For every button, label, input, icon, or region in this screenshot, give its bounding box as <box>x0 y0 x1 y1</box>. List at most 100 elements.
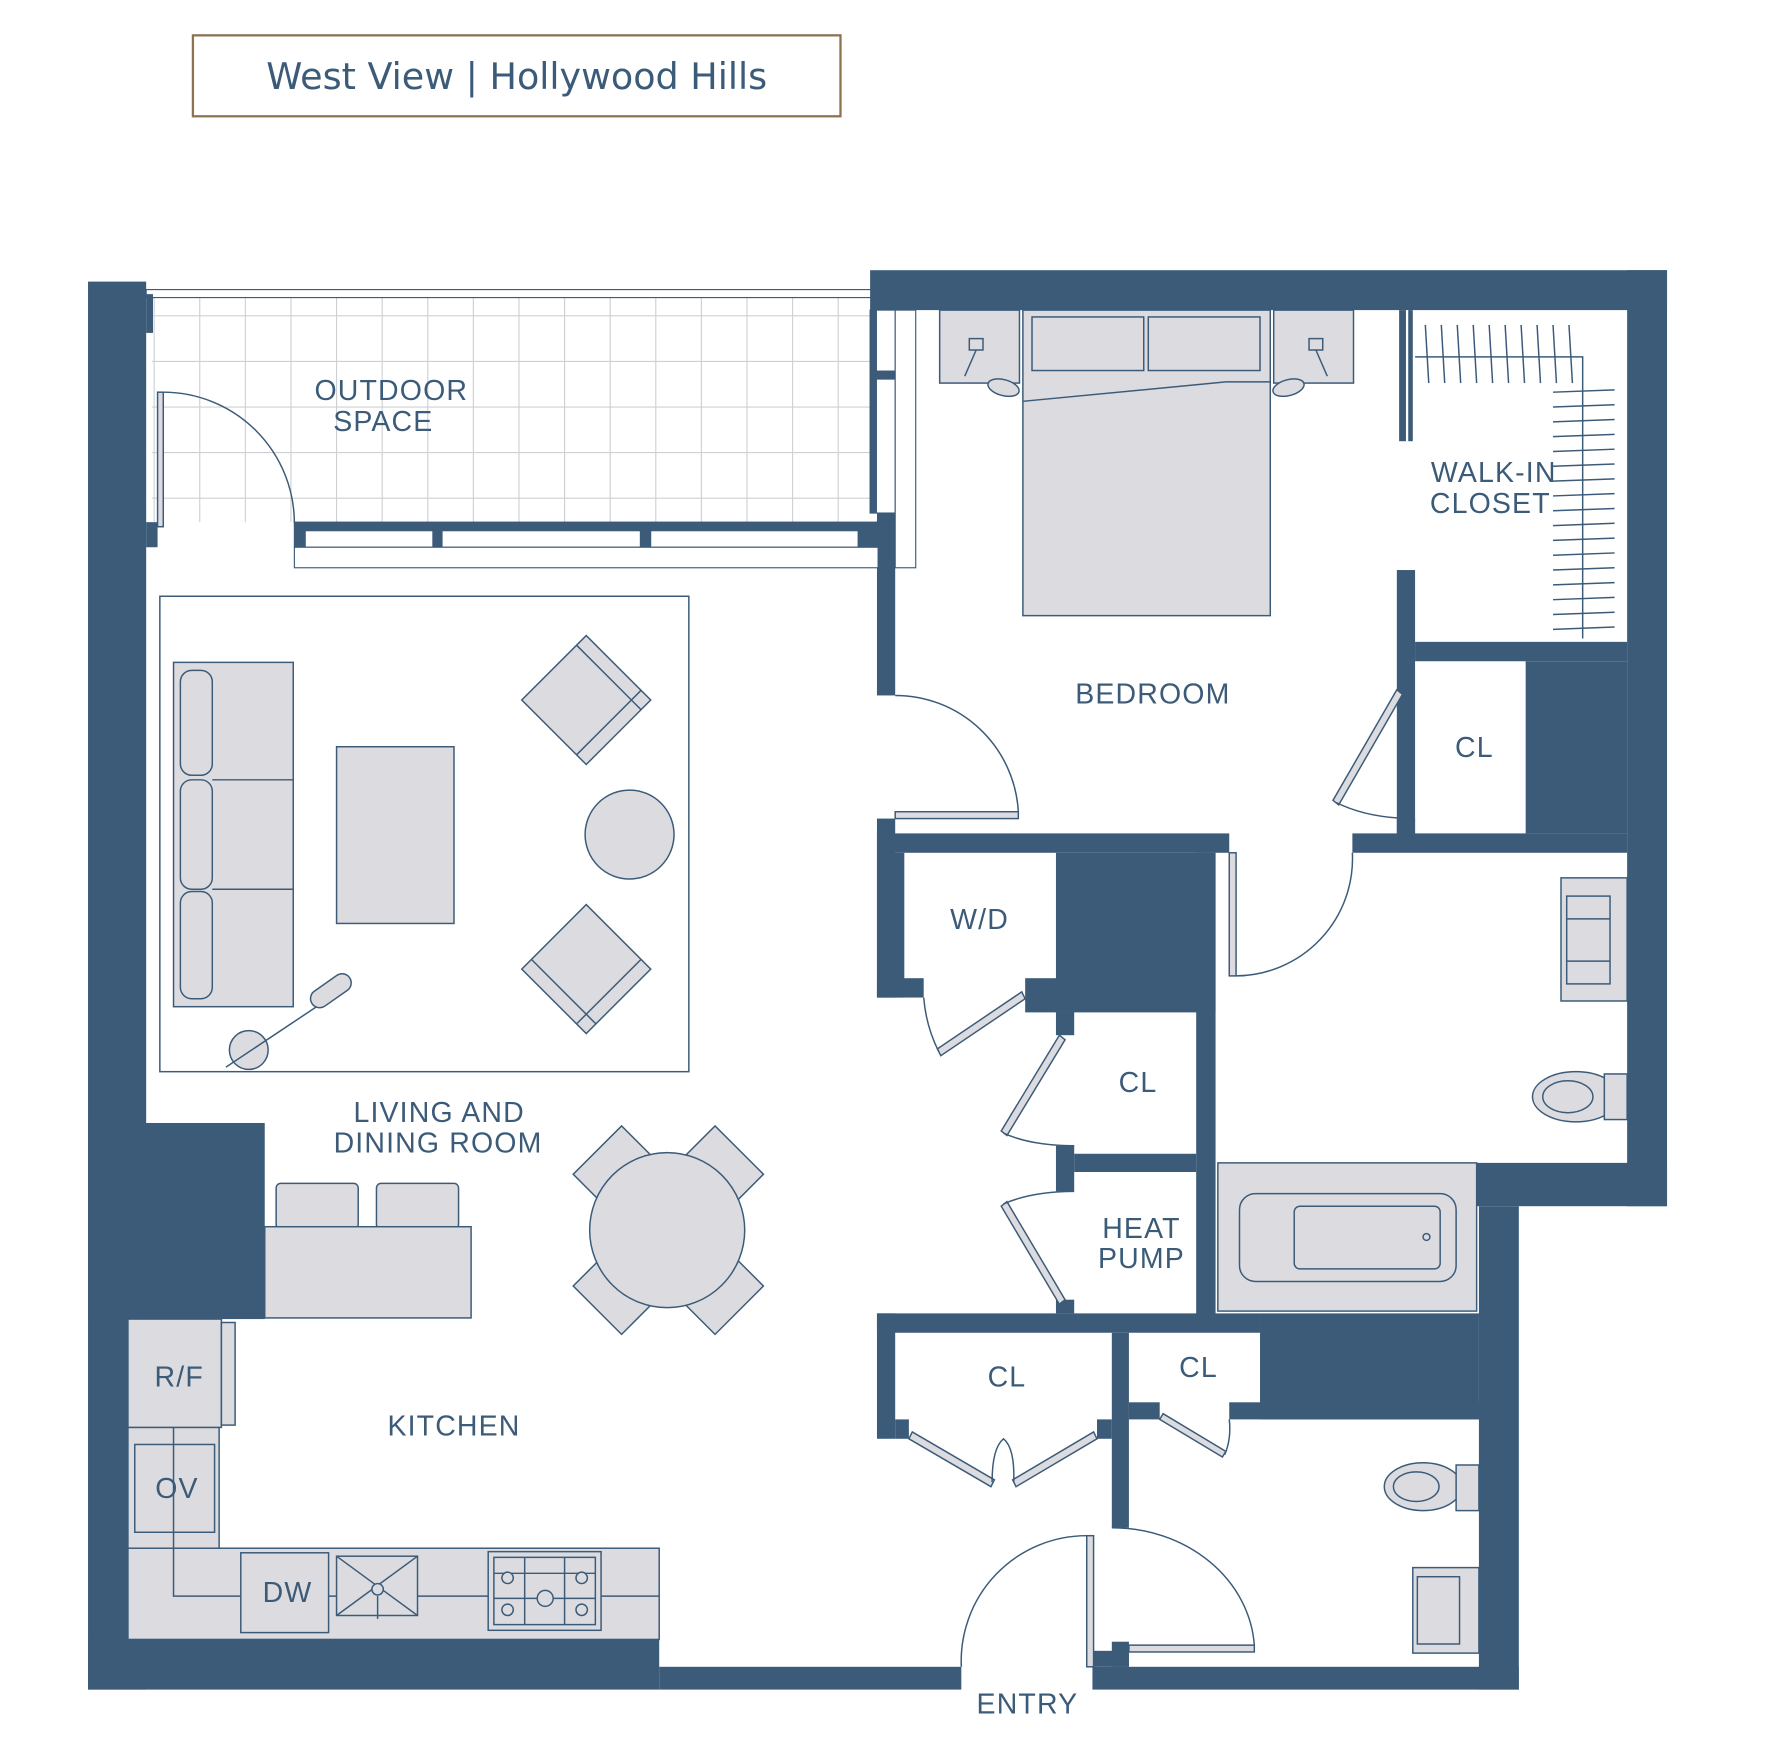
wall-segment <box>1415 641 1628 662</box>
wall-segment <box>1352 833 1628 853</box>
label-hall-closet: CL <box>1119 1067 1158 1099</box>
label-living: LIVING AND <box>353 1097 524 1129</box>
kitchen-island <box>263 1225 472 1319</box>
bathroom-fixtures <box>1217 877 1628 1654</box>
hanger <box>1552 418 1615 423</box>
hanger <box>1552 433 1615 438</box>
label-outdoor-2: SPACE <box>333 406 433 438</box>
stool <box>275 1182 359 1230</box>
armchair <box>520 634 652 766</box>
label-walkin: WALK-IN <box>1431 457 1557 489</box>
refrigerator <box>127 1318 223 1429</box>
toilet <box>1383 1461 1463 1512</box>
wall-segment <box>1055 852 1216 1013</box>
label-bedroom-closet: CL <box>1455 732 1494 764</box>
wall-segment <box>1399 310 1406 442</box>
railing-piece <box>870 310 877 514</box>
label-bedroom: BEDROOM <box>1075 678 1230 710</box>
wall-segment <box>1025 978 1075 1013</box>
outdoor-railing-bottom <box>293 309 917 569</box>
wall-segment <box>1478 1206 1519 1690</box>
label-living-2: DINING ROOM <box>334 1128 543 1160</box>
railing-piece <box>294 522 879 532</box>
hanger <box>1552 403 1615 408</box>
outdoor-tiles <box>151 297 871 523</box>
hanger <box>1552 552 1615 556</box>
wall-segment <box>1476 1162 1668 1207</box>
label-walkin-2: CLOSET <box>1430 488 1551 520</box>
wall-segment <box>146 294 154 333</box>
label-kitchen: KITCHEN <box>387 1410 520 1442</box>
wall-segment <box>88 1639 660 1690</box>
wall-segment <box>1396 570 1416 835</box>
railing-piece <box>857 522 879 548</box>
hanger <box>1552 537 1615 542</box>
wall-segment <box>146 522 158 548</box>
wall-segment <box>876 1313 1261 1333</box>
doors <box>156 391 1416 1668</box>
hanger <box>1552 448 1615 453</box>
railing-piece <box>293 546 879 569</box>
railing-piece <box>432 522 443 548</box>
label-fridge: R/F <box>155 1361 204 1393</box>
wall-segment <box>895 1419 909 1439</box>
outdoor-railing <box>145 289 872 299</box>
hanger <box>1424 324 1430 384</box>
label-entry-closet-1: CL <box>988 1361 1027 1393</box>
label-entry-closet-2: CL <box>1179 1352 1218 1384</box>
wall-segment <box>1055 1012 1075 1036</box>
closet-rod <box>1415 356 1584 639</box>
room-labels: OUTDOOR SPACE BEDROOM WALK-IN CLOSET CL … <box>155 375 1557 1721</box>
hanger <box>1488 324 1494 384</box>
hanger <box>1536 324 1542 384</box>
wall-segment <box>876 833 1230 853</box>
hanger <box>1552 611 1615 616</box>
label-washer-dryer: W/D <box>950 904 1009 936</box>
railing-piece <box>870 370 896 380</box>
walls <box>88 270 1668 1690</box>
armchair <box>520 903 652 1035</box>
label-outdoor: OUTDOOR <box>314 375 468 407</box>
wall-segment <box>870 270 1668 311</box>
dishwasher <box>240 1552 330 1634</box>
hanger <box>1568 324 1574 384</box>
living-furniture <box>159 595 765 1336</box>
dining-set <box>572 1124 765 1336</box>
wall-segment <box>88 1122 265 1320</box>
dining-table <box>588 1151 746 1309</box>
wall-segment <box>1260 1313 1479 1420</box>
wall-segment <box>1055 1145 1075 1192</box>
wall-segment <box>1111 1332 1129 1528</box>
wall-segment <box>1196 852 1216 1332</box>
wall-segment <box>876 852 905 998</box>
railing-piece <box>639 522 652 548</box>
wall-segment <box>1229 1402 1479 1420</box>
wall-segment <box>1092 1666 1519 1690</box>
vanity <box>1412 1566 1480 1654</box>
hanger <box>1456 324 1462 384</box>
hanger <box>1552 522 1615 527</box>
sofa <box>172 661 294 1008</box>
wall-segment <box>876 978 924 998</box>
hanger <box>1552 463 1615 468</box>
railing-piece <box>894 309 917 569</box>
wall-segment <box>876 513 896 696</box>
plan-title: West View | Hollywood Hills <box>266 55 767 99</box>
hanger <box>1520 324 1526 384</box>
cooktop <box>487 1550 602 1632</box>
hanger <box>1552 507 1615 512</box>
label-entry: ENTRY <box>977 1689 1079 1721</box>
hanger <box>1552 596 1615 601</box>
hanger <box>1552 626 1615 631</box>
hanger <box>1472 324 1478 384</box>
bathtub <box>1217 1162 1478 1312</box>
wall-segment <box>876 1313 896 1439</box>
hanger <box>1552 567 1615 571</box>
side-table <box>584 789 675 880</box>
hanger <box>1552 324 1558 384</box>
railing-piece <box>294 522 306 548</box>
wall-segment <box>1096 1419 1112 1439</box>
kitchen-fixtures <box>127 1318 660 1641</box>
wall-segment <box>1128 1402 1160 1420</box>
